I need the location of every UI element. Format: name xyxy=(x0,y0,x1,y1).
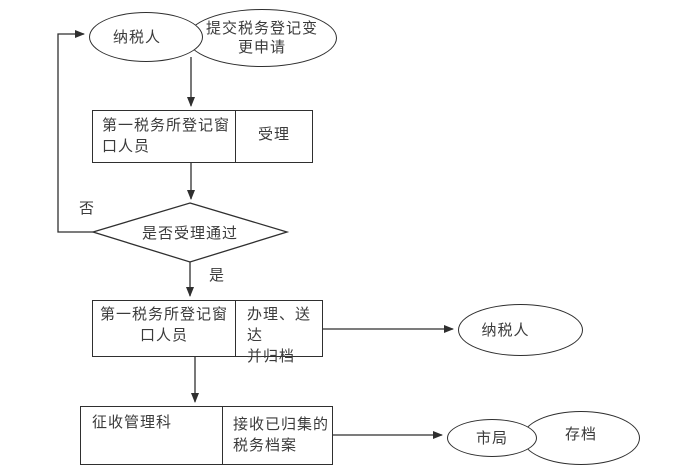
step1-action-cell: 受理 xyxy=(236,111,312,162)
step1-box: 第一税务所登记窗 口人员 受理 xyxy=(92,110,313,163)
step1-role-cell: 第一税务所登记窗 口人员 xyxy=(93,111,236,162)
start-taxpayer-ellipse: 纳税人 xyxy=(89,12,203,62)
notify-taxpayer-label: 纳税人 xyxy=(481,320,530,339)
decision-label: 是否受理通过 xyxy=(141,224,238,242)
step3-box: 征收管理科 接收已归集的 税务档案 xyxy=(80,406,333,465)
submit-application-ellipse: 提交税务登记变 更申请 xyxy=(187,9,337,67)
step2-action-cell: 办理、送达 并归档 xyxy=(247,305,312,365)
step3-role-cell: 征收管理科 xyxy=(81,407,223,464)
start-taxpayer-label: 纳税人 xyxy=(112,27,161,46)
step3-action-cell: 接收已归集的 税务档案 xyxy=(233,415,330,454)
submit-application-label: 提交税务登记变 更申请 xyxy=(205,19,318,56)
city-bureau-ellipse: 市局 xyxy=(447,419,537,457)
yes-edge-label: 是 xyxy=(209,266,226,284)
step2-role-cell: 第一税务所登记窗 口人员 xyxy=(93,301,236,356)
arrow-no-feedback xyxy=(57,30,93,233)
city-bureau-label: 市局 xyxy=(475,428,508,447)
no-edge-label: 否 xyxy=(79,199,96,217)
archive-ellipse: 存档 xyxy=(522,411,640,465)
archive-label: 存档 xyxy=(564,424,597,443)
step2-box: 第一税务所登记窗 口人员 办理、送达 并归档 xyxy=(92,300,323,365)
step1-action-label: 受理 xyxy=(257,125,290,143)
decision-diamond xyxy=(90,202,290,263)
notify-taxpayer-ellipse: 纳税人 xyxy=(458,304,583,356)
